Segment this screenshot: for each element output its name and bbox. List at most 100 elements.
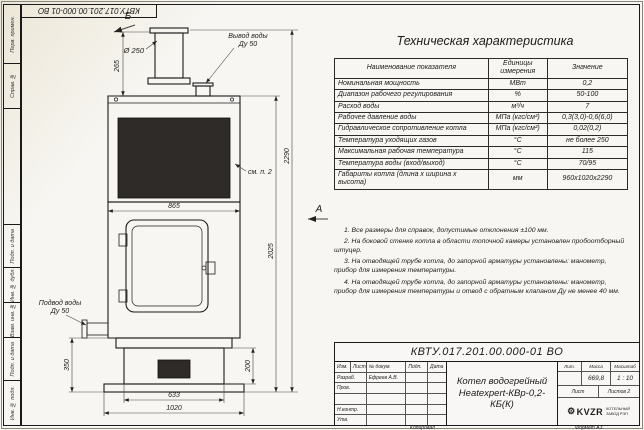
date-cell: [428, 405, 446, 415]
mass-label: Масса: [582, 362, 611, 372]
col-podp: Подп.: [406, 362, 429, 372]
spec-header-row: Наименование показателя Единицы измерени…: [334, 58, 629, 79]
role-label: Н.контр.: [335, 404, 367, 415]
spec-name: Температура воды (вход/выход): [334, 157, 489, 170]
top-bolt-right: [230, 97, 234, 102]
spec-unit: °С: [487, 157, 548, 170]
spec-header: Наименование показателя: [334, 58, 489, 79]
base-plinth: [115, 337, 233, 349]
spec-name: Рабочее давление воды: [334, 111, 489, 125]
approval-row: Пров.: [335, 383, 446, 395]
logo-mark: ⚙ KVZR: [567, 406, 603, 417]
dim-200: 200: [245, 360, 252, 373]
sheets-value: 2: [627, 388, 631, 395]
role-label: Разраб.: [335, 372, 367, 383]
strip-label: Перв. примен.: [9, 15, 16, 53]
heat-exchanger-window: [117, 117, 231, 199]
sheet-count-row: Лист Листов 2: [558, 386, 639, 398]
spec-row: Габариты котла (длина х ширина х высота)…: [334, 168, 629, 190]
strip-cell-empty: [4, 109, 21, 225]
company-name-line2: ЗАВОД РЭП: [606, 411, 628, 416]
strip-cell: Подп. и дата: [4, 225, 21, 268]
strip-label: Взам. инв. №: [9, 303, 16, 338]
spec-unit: %: [487, 89, 548, 102]
gear-icon: ⚙: [567, 406, 576, 416]
signature-cell: [406, 404, 429, 415]
view-b-arrow: [113, 24, 136, 33]
copied-by-label: Копировал: [410, 425, 435, 430]
spec-unit: мм: [487, 168, 548, 190]
dim-865: 865: [168, 203, 180, 210]
col-izm: Изм.: [335, 362, 351, 372]
doc-number: КВТУ.017.201.00.000-01 ВО: [335, 343, 639, 362]
strip-cell: Взам. инв. №: [4, 303, 21, 338]
dim-2025: 2025: [268, 243, 275, 260]
spec-name: Диапазон рабочего регулирования: [334, 89, 489, 102]
product-name-line2: Heatexpert-КВр-0,2-КБ(К): [458, 388, 546, 410]
signature-cell: [406, 383, 429, 394]
scale-label: Масштаб: [611, 362, 639, 372]
spec-unit: °С: [487, 146, 548, 159]
leader-outlet: [205, 47, 235, 84]
person-name: [367, 415, 407, 426]
spec-value: 960х1020х2290: [546, 168, 629, 190]
approval-row: Н.контр.: [335, 404, 446, 416]
leader-dia: [145, 40, 158, 50]
spec-value: 0,2: [546, 77, 629, 91]
dim-2290: 2290: [284, 148, 291, 165]
spec-value: 0,3(3,0)-0,6(6,0): [546, 111, 629, 125]
view-a-label: А: [315, 204, 323, 215]
dim-1020: 1020: [166, 405, 182, 412]
format-label: Формат А3: [575, 425, 603, 430]
note-item: 3. На отводящей трубе котла, до запорной…: [334, 258, 607, 275]
strip-cell: Подп. и дата: [4, 338, 21, 381]
inlet-label-2: Ду 50: [50, 308, 69, 315]
inlet-label-1: Подвод воды: [39, 299, 82, 307]
lit-value: [558, 372, 582, 386]
date-cell: [428, 415, 446, 425]
sheet-label: Лист: [558, 386, 599, 397]
chimney-base-flange: [147, 77, 191, 85]
strip-cell: Инв. № дубл.: [4, 268, 21, 303]
door-handle: [205, 261, 216, 275]
strip-cell: Перв. примен.: [4, 5, 21, 64]
title-block-body: Изм. Лист № докум. Подп. Дата Разраб. Еф…: [335, 362, 639, 426]
note-item: 1. Все размеры для справок, допустимые о…: [344, 226, 549, 234]
door-latch: [201, 265, 207, 271]
title-block-right: Лит. Масса Масштаб 669,8 1 : 10 Лист Лис…: [557, 362, 639, 425]
base-plate: [103, 383, 245, 393]
spec-name: Габариты котла (длина х ширина х высота): [334, 168, 489, 190]
door-hinge-top: [118, 233, 128, 247]
logo-text: KVZR: [576, 406, 604, 417]
spec-table: Наименование показателя Единицы измерени…: [334, 58, 629, 190]
spec-value: 7: [546, 100, 629, 113]
water-inlet-flange: [81, 319, 88, 339]
dim-dia-label: Ø 250: [123, 46, 145, 55]
date-cell: [428, 394, 446, 404]
boiler-front-view: Б А Ø 250 Вывод воды Ду 50 Подвод воды Д…: [39, 11, 328, 416]
spec-unit: МПа (кгс/см²): [487, 111, 548, 125]
spec-name: Расход воды: [334, 100, 489, 113]
strip-label: Справ. №: [9, 73, 16, 99]
spec-name: Номинальная мощность: [334, 77, 489, 91]
person-name: [367, 383, 407, 394]
strip-label: Инв. № подл.: [9, 385, 16, 421]
company-name: КОТЕЛЬНЫЙ ЗАВОД РЭП: [606, 407, 630, 416]
note-item: 4. На отводящей трубе котла, до запорной…: [334, 278, 620, 295]
title-block: КВТУ.017.201.00.000-01 ВО Изм. Лист № до…: [334, 342, 640, 426]
right-panel: Техническая характеристика Наименование …: [334, 10, 636, 298]
spec-value: не более 250: [546, 134, 629, 148]
dim-350: 350: [64, 359, 71, 371]
ash-opening: [157, 359, 191, 379]
mass-value: 669,8: [582, 372, 611, 386]
furnace-door-inner: [131, 225, 203, 307]
product-name: Котел водогрейный Heatexpert-КВр-0,2-КБ(…: [447, 362, 557, 425]
person-name: [367, 394, 407, 404]
spec-unit: м³/ч: [487, 100, 548, 113]
lit-mass-scale: Лит. Масса Масштаб 669,8 1 : 10: [558, 362, 639, 386]
